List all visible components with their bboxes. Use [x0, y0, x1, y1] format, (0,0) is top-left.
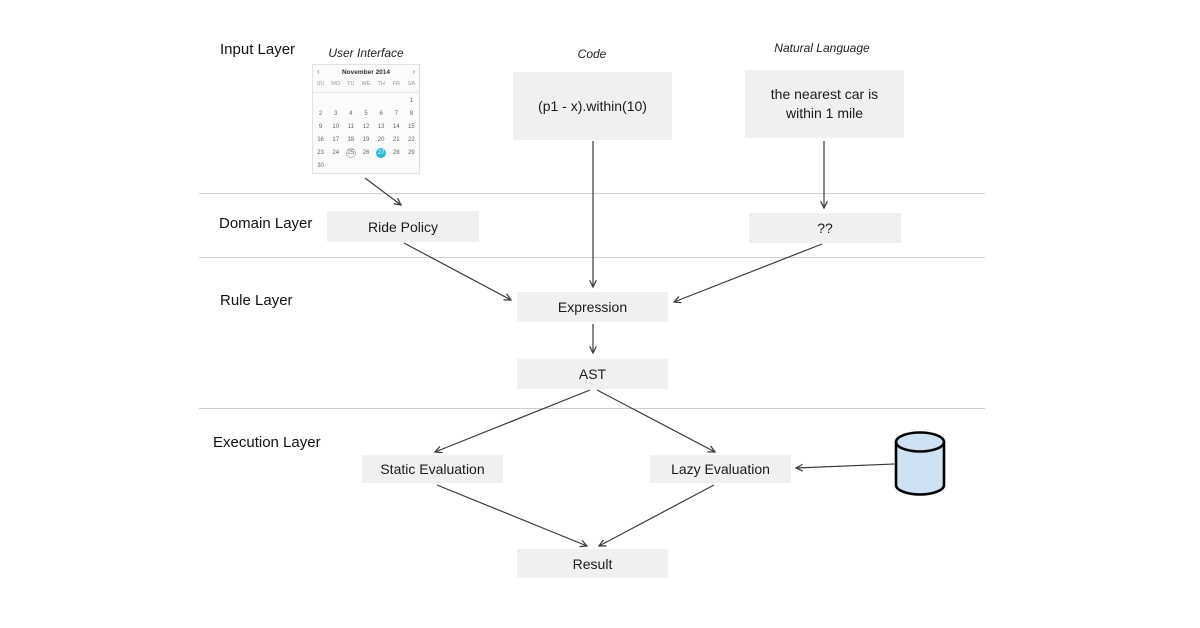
node-static-evaluation: Static Evaluation [362, 455, 503, 483]
calendar-date[interactable]: 3 [334, 111, 338, 117]
calendar-date[interactable]: 20 [377, 137, 385, 143]
layer-label-input: Input Layer [220, 41, 296, 58]
calendar-empty-cell [374, 160, 389, 172]
calendar-date[interactable]: 22 [408, 137, 415, 143]
node-natural-language-sample: the nearest car is within 1 mile [745, 70, 904, 138]
calendar-month-label: November 2014 [341, 68, 391, 76]
calendar-empty-cell [343, 95, 358, 107]
calendar-date[interactable]: 1 [409, 98, 414, 104]
calendar-day-header: TH [377, 81, 385, 87]
layer-label-execution: Execution Layer [213, 434, 321, 451]
node-expression: Expression [517, 292, 668, 322]
calendar-date[interactable]: 17 [332, 137, 340, 143]
arrow-ast-to-static-evaluation [433, 389, 591, 454]
calendar-date[interactable]: 24 [332, 150, 340, 156]
node-result: Result [517, 549, 668, 578]
calendar-date[interactable]: 26 [362, 150, 370, 156]
calendar-date[interactable]: 7 [394, 111, 398, 117]
calendar-next-button[interactable]: › [412, 67, 415, 76]
calendar-date[interactable]: 13 [377, 124, 385, 130]
column-label-code: Code [577, 47, 607, 61]
calendar-date[interactable]: 21 [392, 137, 400, 143]
calendar-date[interactable]: 9 [318, 124, 323, 130]
calendar-empty-cell [358, 160, 373, 172]
calendar-date[interactable]: 8 [409, 111, 414, 117]
calendar-empty-cell [374, 95, 389, 107]
separator-input-domain [199, 193, 985, 194]
calendar-empty-cell [389, 160, 404, 172]
calendar-date[interactable]: 10 [332, 124, 340, 130]
calendar-empty-cell [404, 160, 419, 172]
calendar-day-header: FR [392, 81, 400, 87]
layer-label-domain: Domain Layer [219, 215, 313, 232]
calendar-day-header: SA [407, 81, 416, 87]
calendar-date[interactable]: 16 [317, 137, 324, 143]
calendar-date[interactable]: 30 [317, 163, 324, 169]
calendar-day-header: TU [347, 81, 355, 87]
calendar-prev-button[interactable]: ‹ [317, 67, 320, 76]
calendar-date[interactable]: 14 [392, 124, 400, 130]
calendar-date[interactable]: 2 [318, 111, 323, 117]
calendar-date[interactable]: 27 [376, 148, 387, 158]
node-code-sample: (p1 - x).within(10) [513, 72, 672, 140]
calendar-date[interactable]: 29 [408, 150, 415, 156]
node-lazy-evaluation: Lazy Evaluation [650, 455, 791, 483]
natural-language-line2: within 1 mile [785, 105, 864, 121]
calendar-date[interactable]: 11 [347, 124, 354, 130]
calendar-date[interactable]: 25 [345, 148, 356, 158]
calendar-date[interactable]: 19 [362, 137, 370, 143]
column-label-user-interface: User Interface [328, 46, 404, 60]
calendar-date[interactable]: 4 [349, 111, 353, 117]
calendar-empty-cell [328, 160, 343, 172]
calendar-empty-cell [313, 95, 328, 107]
node-unknown: ?? [749, 213, 901, 243]
database-icon [894, 431, 946, 496]
arrow-unknown-to-expression [672, 243, 823, 304]
arrow-database-to-lazy-evaluation [794, 463, 895, 472]
calendar-empty-cell [389, 95, 404, 107]
calendar-day-headers: SU MO TU WE TH FR SA [313, 78, 419, 93]
arrow-calendar-to-ride-policy [364, 177, 403, 206]
natural-language-line1: the nearest car is [770, 86, 879, 103]
calendar-date[interactable]: 6 [379, 111, 383, 117]
arrow-ast-to-lazy-evaluation [596, 389, 717, 453]
calendar-date[interactable]: 15 [408, 124, 415, 130]
separator-domain-rule [199, 257, 985, 258]
calendar-empty-cell [358, 95, 373, 107]
arrow-ride-policy-to-expression [403, 242, 513, 301]
calendar-empty-cell [343, 160, 358, 172]
layer-label-rule: Rule Layer [220, 292, 293, 309]
calendar-day-header: MO [331, 81, 341, 87]
arrow-static-evaluation-to-result [436, 484, 589, 548]
separator-rule-execution [199, 408, 985, 409]
calendar-date[interactable]: 18 [347, 137, 355, 143]
calendar-day-header: WE [361, 81, 371, 87]
node-ride-policy: Ride Policy [327, 211, 479, 242]
arrow-lazy-evaluation-to-result [597, 484, 715, 547]
calendar-date[interactable]: 28 [392, 150, 400, 156]
code-sample-text: (p1 - x).within(10) [538, 97, 647, 114]
calendar-date[interactable]: 12 [362, 124, 370, 130]
node-ast: AST [517, 359, 668, 389]
calendar-day-header: SU [316, 81, 325, 87]
calendar-date[interactable]: 23 [317, 150, 324, 156]
calendar-empty-cell [328, 95, 343, 107]
column-label-natural-language: Natural Language [774, 41, 870, 55]
calendar-date[interactable]: 5 [364, 111, 368, 117]
